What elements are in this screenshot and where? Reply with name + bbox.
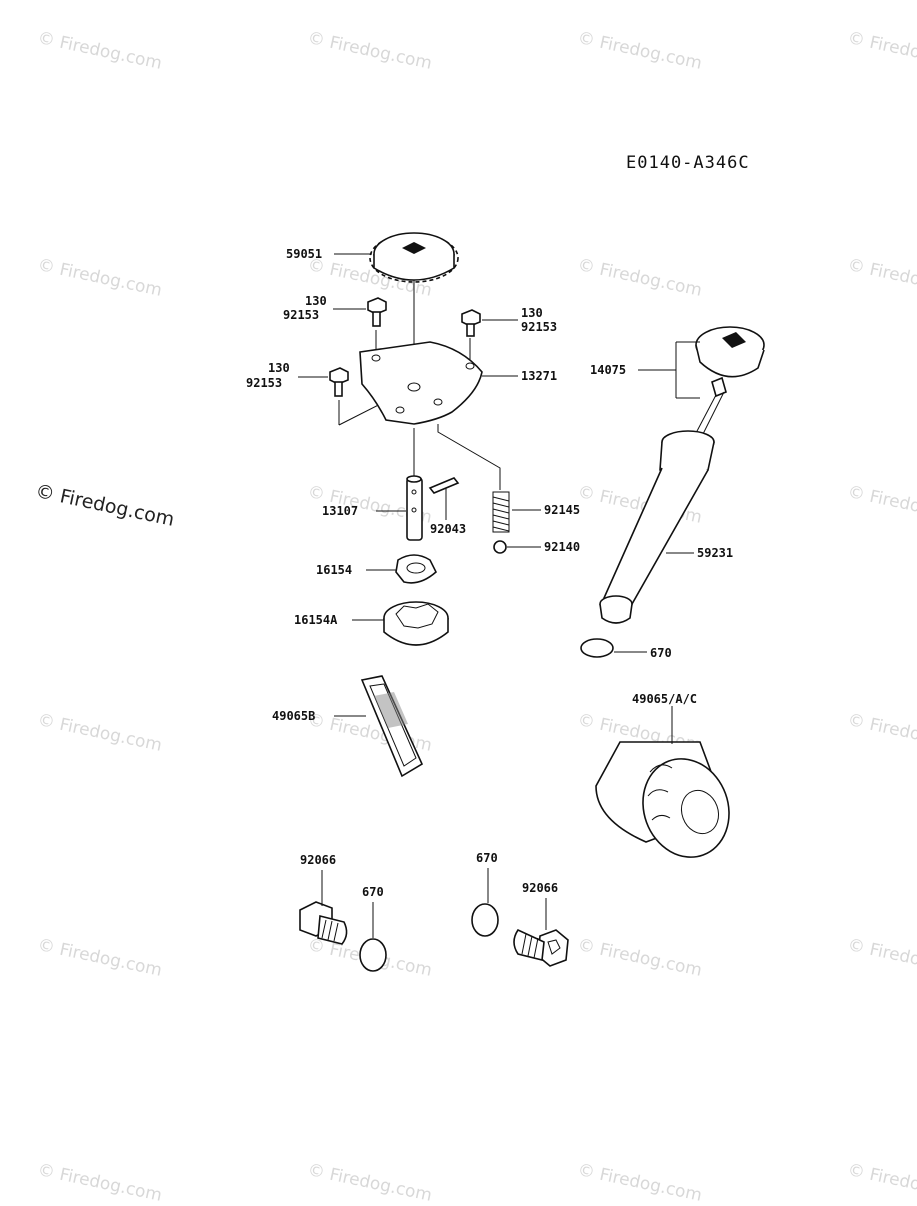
oring-tube[interactable] [580, 638, 614, 658]
label-pin: 92043 [430, 522, 466, 536]
drain-plug-left[interactable] [299, 901, 348, 945]
label-bolt-top-right-b: 92153 [521, 320, 557, 334]
label-oil-filter: 49065/A/C [632, 692, 697, 706]
label-inner-rotor: 16154 [316, 563, 352, 577]
drain-plug-right[interactable] [513, 928, 569, 967]
label-bolt-mid-left-a: 130 [268, 361, 290, 375]
label-shaft: 13107 [322, 504, 358, 518]
bolt-top-right[interactable] [461, 309, 481, 337]
label-bolt-top-right-a: 130 [521, 306, 543, 320]
dipstick-tube[interactable] [599, 430, 715, 624]
label-cover-plate: 13271 [521, 369, 557, 383]
diagram-code: E0140-A346C [626, 153, 750, 173]
label-gear: 59051 [286, 247, 322, 261]
label-oring-right: 670 [476, 851, 498, 865]
outer-rotor[interactable] [383, 601, 449, 646]
label-oring-left: 670 [362, 885, 384, 899]
oring-right[interactable] [471, 903, 499, 937]
gear-part[interactable] [369, 232, 459, 283]
ball[interactable] [493, 540, 507, 554]
shaft[interactable] [406, 475, 423, 541]
bolt-top-left[interactable] [367, 297, 387, 327]
oil-filter[interactable] [595, 741, 743, 869]
label-dipstick: 14075 [590, 363, 626, 377]
dipstick[interactable] [685, 326, 765, 453]
label-ball: 92140 [544, 540, 580, 554]
oil-screen[interactable] [360, 675, 424, 778]
inner-rotor[interactable] [395, 554, 437, 584]
cover-plate[interactable] [359, 341, 483, 425]
label-outer-rotor: 16154A [294, 613, 338, 627]
bolt-mid-left[interactable] [329, 367, 349, 397]
label-bolt-mid-left-b: 92153 [246, 376, 282, 390]
label-tube: 59231 [697, 546, 733, 560]
label-plug-left: 92066 [300, 853, 336, 867]
label-spring: 92145 [544, 503, 580, 517]
pin[interactable] [428, 477, 460, 494]
oring-left[interactable] [359, 938, 387, 972]
label-screen: 49065B [272, 709, 315, 723]
label-plug-right: 92066 [522, 881, 558, 895]
label-bolt-top-left-b: 92153 [283, 308, 319, 322]
spring[interactable] [492, 491, 510, 533]
label-bolt-top-left-a: 130 [305, 294, 327, 308]
label-oring-tube: 670 [650, 646, 672, 660]
